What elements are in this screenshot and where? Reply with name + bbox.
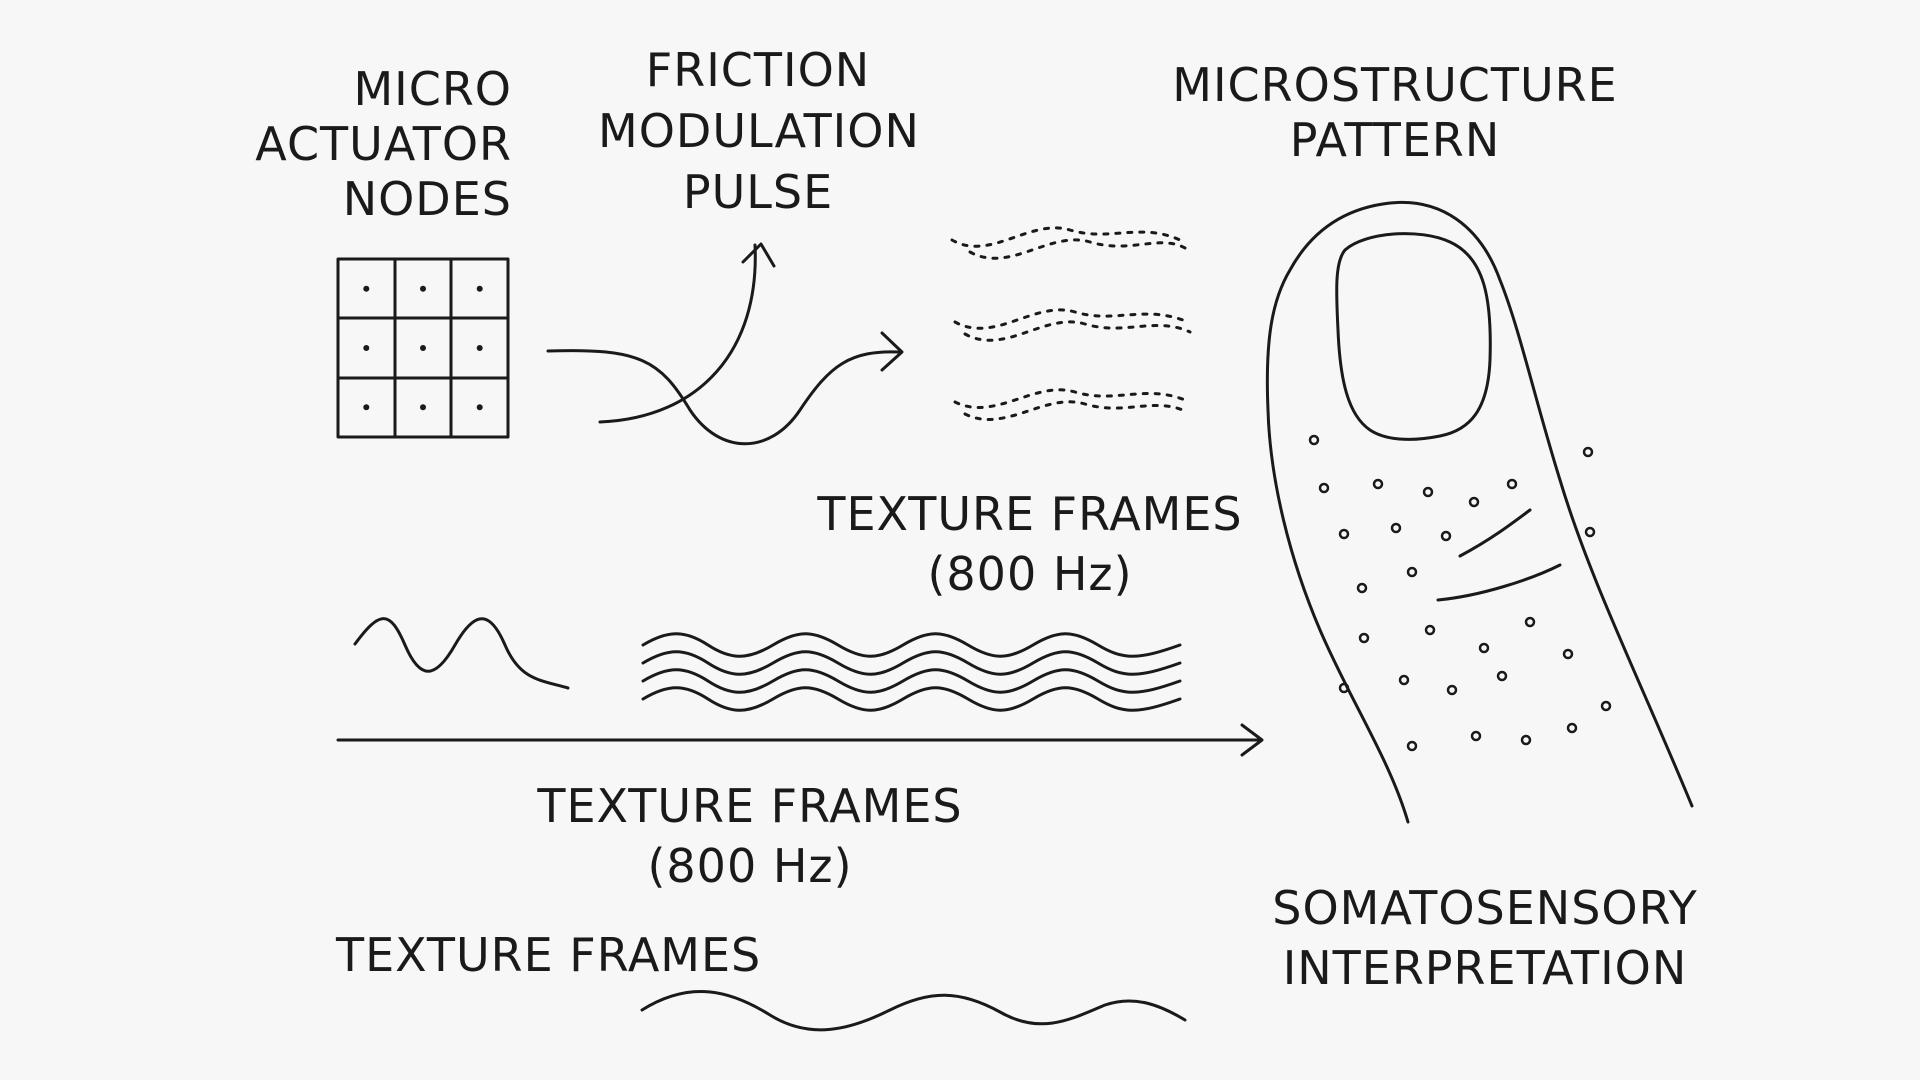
skin-pore bbox=[1446, 684, 1458, 696]
skin-pore bbox=[1520, 734, 1532, 746]
skin-crease-1 bbox=[1458, 508, 1532, 558]
fingertip-illustration bbox=[1265, 200, 1694, 824]
actuator-node-dot bbox=[420, 285, 426, 292]
actuator-node-dot bbox=[476, 285, 483, 292]
skin-pore bbox=[1584, 526, 1596, 538]
skin-pore bbox=[1338, 682, 1350, 694]
skin-pore bbox=[1406, 740, 1418, 752]
skin-pore bbox=[1390, 522, 1402, 534]
bottom-texture-wave bbox=[640, 990, 1187, 1032]
skin-pore bbox=[1356, 582, 1368, 594]
texture-frames-middle-label: TEXTURE FRAMES (800 Hz) bbox=[537, 779, 963, 893]
skin-pore bbox=[1470, 730, 1482, 742]
skin-pore bbox=[1524, 616, 1536, 628]
actuator-grid bbox=[336, 257, 510, 439]
texture-frames-bottom-label: TEXTURE FRAMES bbox=[336, 928, 762, 982]
skin-pore bbox=[1338, 528, 1350, 540]
friction-pulse-arrow bbox=[598, 242, 776, 424]
skin-pore bbox=[1422, 486, 1434, 498]
skin-pore bbox=[1582, 446, 1594, 458]
modulation-wave-arrow bbox=[546, 331, 904, 446]
actuator-node-dot bbox=[363, 404, 370, 411]
skin-pore bbox=[1372, 478, 1384, 490]
skin-pore bbox=[1308, 434, 1320, 446]
skin-pore bbox=[1600, 700, 1612, 712]
skin-pore bbox=[1496, 670, 1508, 682]
micro-actuator-nodes-label: MICRO ACTUATOR NODES bbox=[255, 62, 512, 226]
skin-crease-2 bbox=[1436, 563, 1562, 602]
actuator-node-dot bbox=[476, 345, 483, 351]
skin-pore bbox=[1358, 632, 1370, 644]
actuator-node-dot bbox=[363, 345, 370, 351]
friction-modulation-pulse-label: FRICTION MODULATION PULSE bbox=[598, 43, 920, 219]
somatosensory-interpretation-label: SOMATOSENSORY INTERPRETATION bbox=[1272, 881, 1698, 995]
skin-pore bbox=[1566, 722, 1578, 734]
skin-pore bbox=[1478, 642, 1490, 654]
actuator-node-dot bbox=[363, 285, 370, 292]
skin-pore bbox=[1424, 624, 1436, 636]
microstructure-pattern-label: MICROSTRUCTURE PATTERN bbox=[1172, 58, 1618, 167]
skin-pore bbox=[1562, 648, 1574, 660]
skin-pore bbox=[1406, 566, 1418, 578]
texture-frames-upper-label: TEXTURE FRAMES (800 Hz) bbox=[817, 487, 1243, 601]
layered-texture-waves bbox=[641, 632, 1182, 712]
skin-pore bbox=[1398, 674, 1410, 686]
actuator-node-dot bbox=[420, 345, 426, 351]
skin-pore bbox=[1440, 530, 1452, 542]
skin-pore bbox=[1318, 482, 1330, 494]
single-sine-wave bbox=[353, 617, 570, 690]
skin-pore bbox=[1468, 496, 1480, 508]
fingernail bbox=[1335, 232, 1492, 441]
microstructure-dashed-waves bbox=[950, 226, 1192, 421]
skin-pore bbox=[1506, 478, 1518, 490]
texture-flow-arrow bbox=[336, 723, 1264, 757]
actuator-node-dot bbox=[420, 404, 426, 411]
actuator-node-dot bbox=[476, 404, 483, 411]
